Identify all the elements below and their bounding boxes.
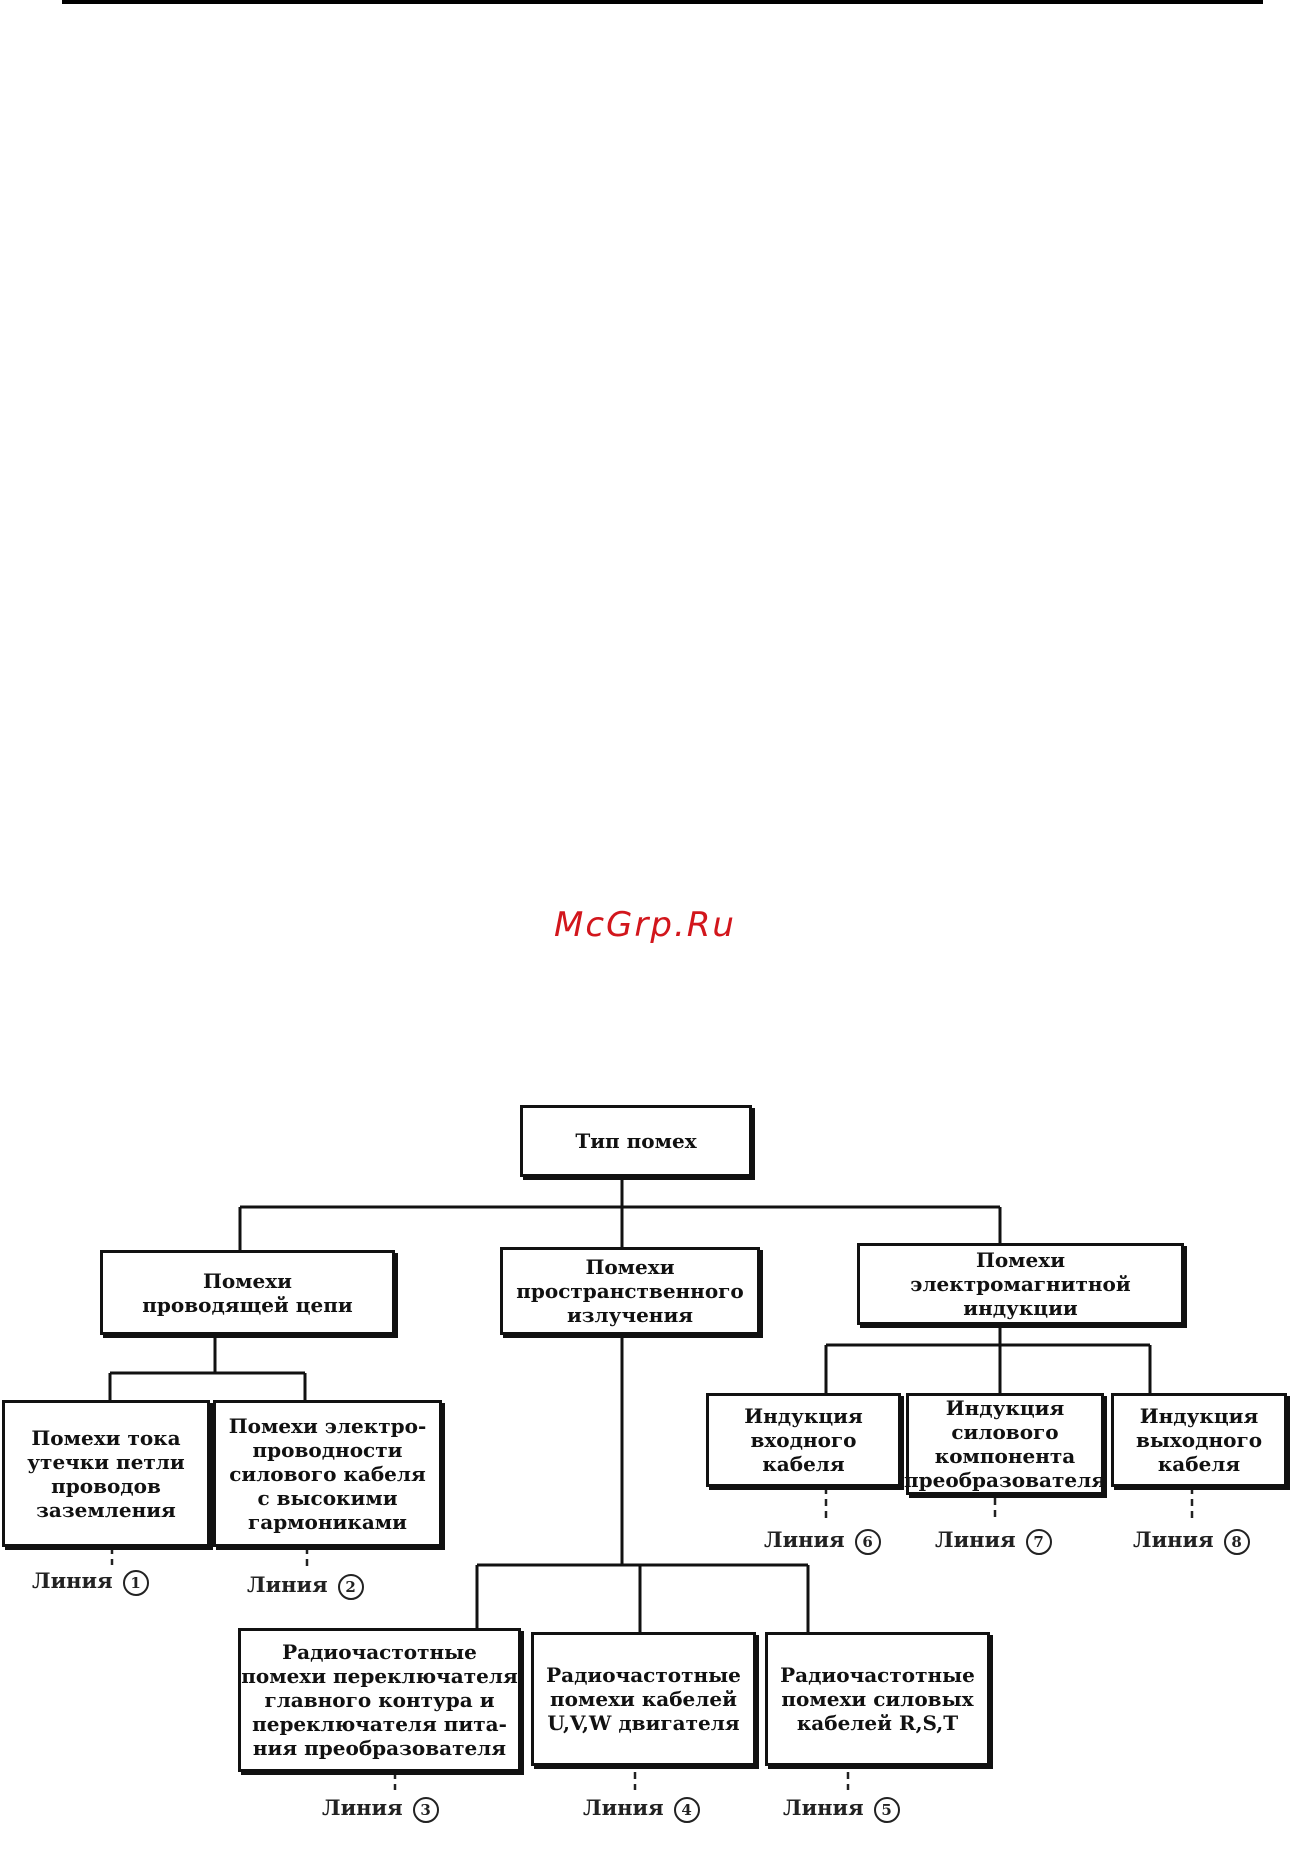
- top-rule: [62, 0, 1263, 4]
- leaf-node-input-induction: Индукция входного кабеля: [706, 1393, 901, 1487]
- root-node: Тип помех: [520, 1105, 752, 1177]
- leaf-node-harmonics: Помехи электро- проводности силового каб…: [213, 1400, 442, 1547]
- leaf-node-ground-leakage: Помехи тока утечки петли проводов заземл…: [2, 1400, 210, 1547]
- leaf-node-power-cable-rf: Радиочастотные помехи силовых кабелей R,…: [765, 1632, 990, 1766]
- leaf-node-output-induction: Индукция выходного кабеля: [1111, 1393, 1287, 1487]
- leaf-node-converter-induction: Индукция силового компонента преобразова…: [904, 1393, 1106, 1495]
- leaf-node-switch-rf: Радиочастотные помехи переключателя глав…: [238, 1628, 521, 1772]
- group-node-radiation: Помехи пространственного излучения: [500, 1247, 760, 1335]
- leaf-node-motor-cable-rf: Радиочастотные помехи кабелей U,V,W двиг…: [531, 1632, 756, 1766]
- watermark: McGrp.Ru: [554, 905, 736, 945]
- group-node-induction: Помехи электромагнитной индукции: [857, 1243, 1184, 1325]
- group-node-conductive: Помехи проводящей цепи: [100, 1250, 395, 1335]
